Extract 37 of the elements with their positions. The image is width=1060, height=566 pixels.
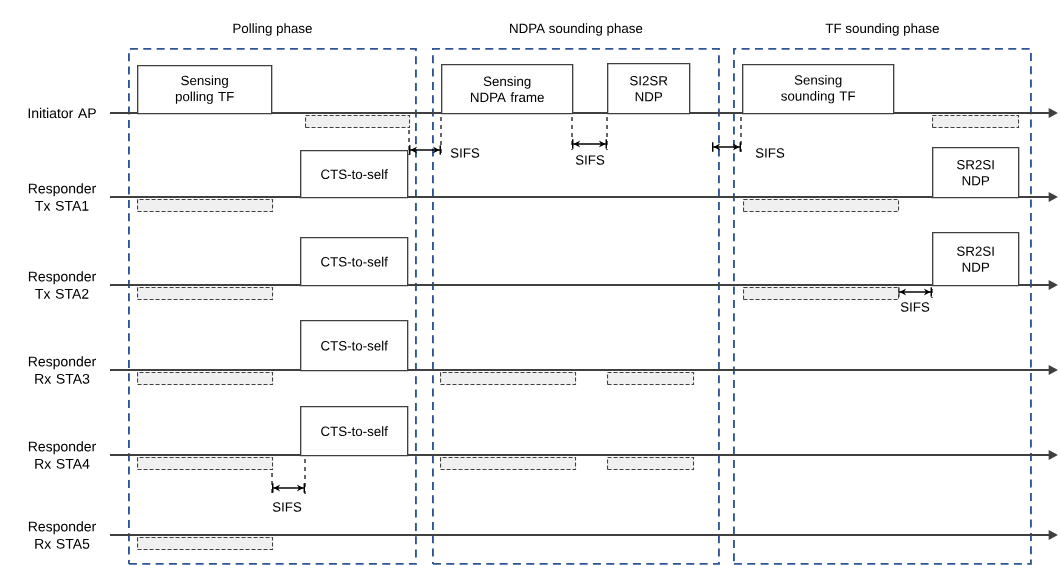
receive-box	[137, 457, 274, 471]
row-label: Responder Rx STA4	[28, 441, 96, 469]
receive-box	[440, 457, 577, 471]
interval-label: SIFS	[272, 502, 302, 512]
receive-box	[607, 372, 695, 386]
node-label: NDPA sounding phase	[510, 23, 643, 36]
interval-label: SIFS	[900, 302, 930, 312]
interval-label: SIFS	[575, 155, 605, 165]
receive-box	[607, 457, 695, 471]
node-label: TF sounding phase	[825, 23, 939, 36]
receive-box	[305, 115, 411, 129]
frame-box: Sensing sounding TF	[742, 64, 895, 115]
frame-box: Sensing NDPA frame	[441, 64, 574, 115]
frame-box: SR2SI NDP	[932, 147, 1020, 199]
receive-box	[743, 287, 900, 301]
frame-box: SR2SI NDP	[932, 232, 1020, 287]
frame-box: CTS-to-self	[300, 320, 409, 372]
row-label: Initiator AP	[28, 107, 96, 119]
receive-box	[137, 537, 274, 551]
receive-box	[137, 287, 274, 301]
receive-box	[932, 115, 1020, 129]
frame-box: CTS-to-self	[300, 406, 409, 457]
interval-label: SIFS	[450, 148, 480, 158]
receive-box	[137, 199, 274, 213]
row-label: Responder Tx STA2	[28, 271, 96, 299]
receive-box	[440, 372, 577, 386]
receive-box	[743, 199, 900, 213]
row-label: Responder Rx STA3	[28, 356, 96, 384]
receive-box	[137, 372, 274, 386]
interval-label: SIFS	[755, 148, 785, 158]
row-label: Responder Tx STA1	[28, 183, 96, 211]
row-label: Responder Rx STA5	[28, 521, 96, 549]
frame-box: CTS-to-self	[300, 237, 409, 287]
frame-box: CTS-to-self	[300, 150, 409, 199]
node-label: Polling phase	[233, 23, 312, 36]
frame-box: SI2SR NDP	[607, 63, 691, 115]
frame-box: Sensing polling TF	[137, 65, 273, 115]
